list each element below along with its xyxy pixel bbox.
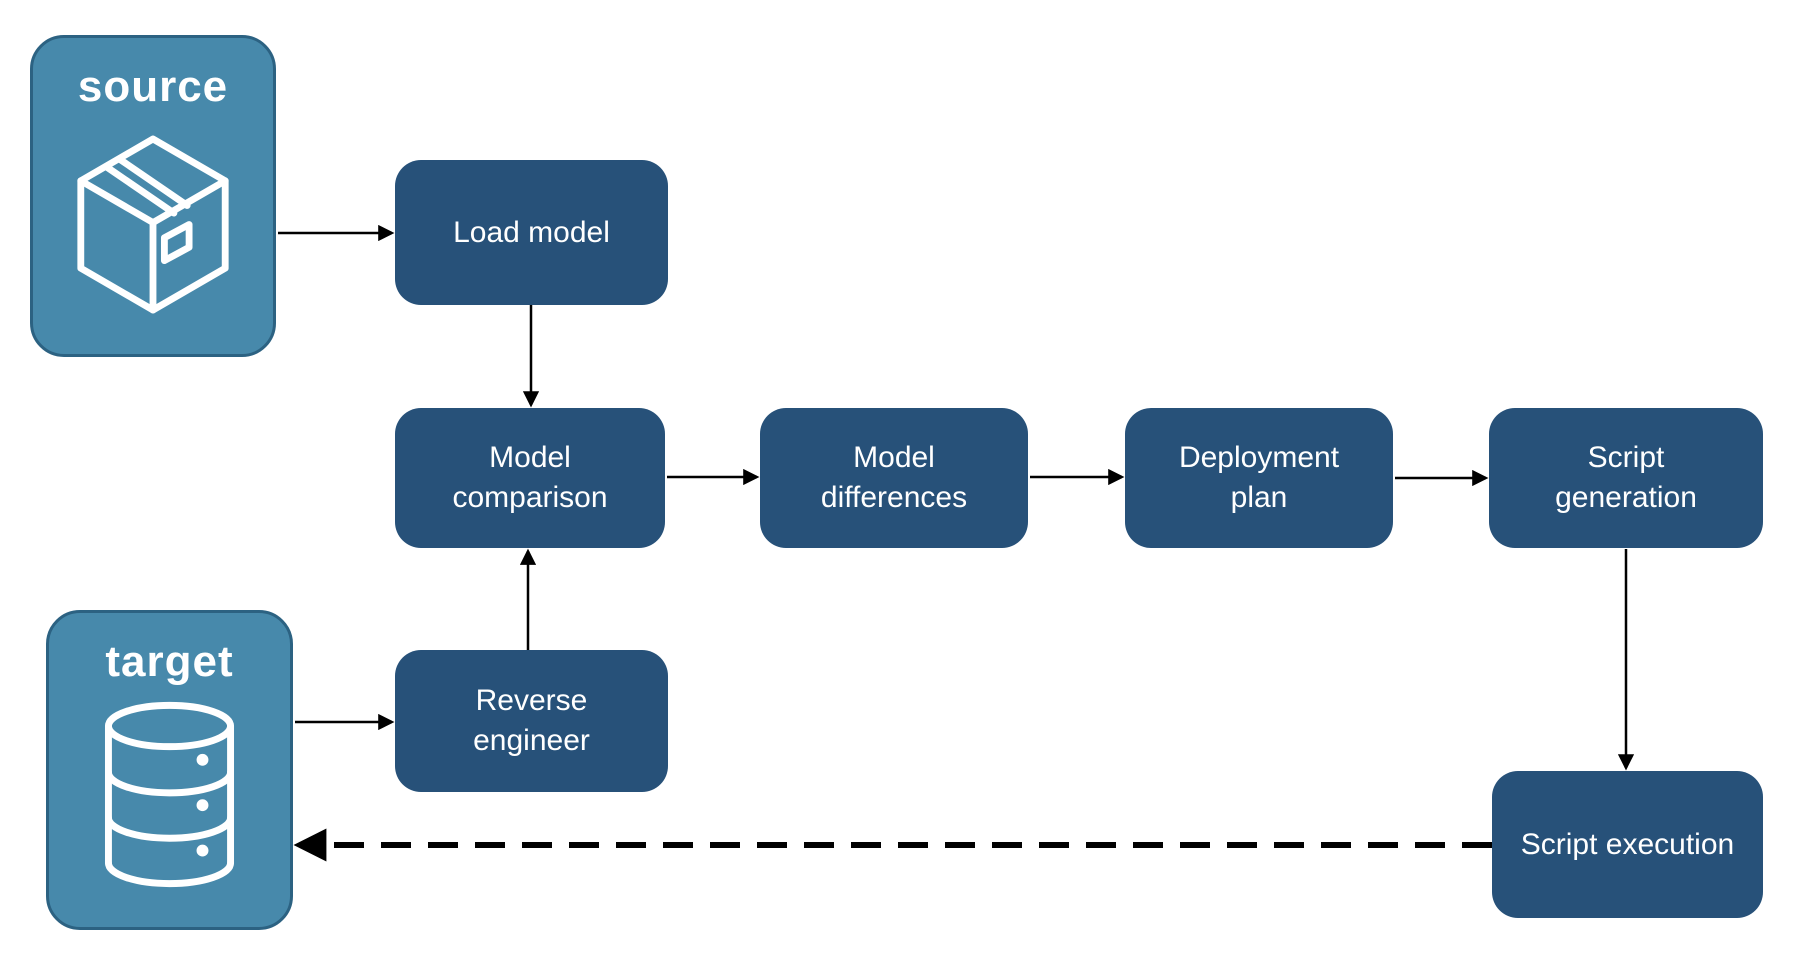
node-load-model-label: Load model <box>453 215 610 249</box>
package-icon <box>77 135 229 314</box>
node-model-comparison[interactable]: Model comparison <box>395 408 665 548</box>
node-script-execution[interactable]: Script execution <box>1492 771 1763 918</box>
node-load-model[interactable]: Load model <box>395 160 668 305</box>
node-model-differences[interactable]: Model differences <box>760 408 1028 548</box>
node-model-differences-label: Model differences <box>820 441 968 514</box>
endpoint-source-label: source <box>77 62 229 111</box>
node-script-generation-label: Script generation <box>1555 441 1697 514</box>
node-reverse-engineer-label: Reverse engineer <box>473 684 590 757</box>
node-script-execution-label: Script execution <box>1520 827 1735 861</box>
node-deployment-plan[interactable]: Deployment plan <box>1125 408 1393 548</box>
node-script-generation[interactable]: Script generation <box>1489 408 1763 548</box>
endpoint-target[interactable]: target <box>46 610 293 930</box>
endpoint-source[interactable]: source <box>30 35 276 357</box>
node-model-comparison-label: Model comparison <box>452 441 608 514</box>
node-deployment-plan-label: Deployment plan <box>1178 441 1340 514</box>
node-reverse-engineer[interactable]: Reverse engineer <box>395 650 668 792</box>
endpoint-target-label: target <box>105 637 234 686</box>
database-icon <box>104 701 235 888</box>
